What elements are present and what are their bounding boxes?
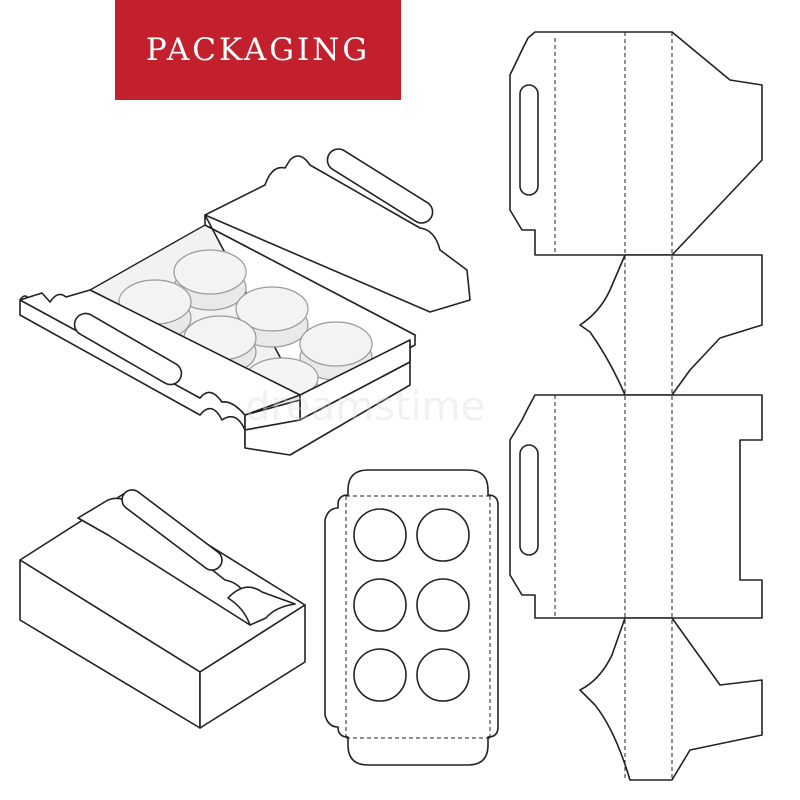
watermark-text: dreamstime: [245, 384, 485, 430]
tray-back-wall: [204, 155, 471, 313]
box-handle-slot: [121, 489, 223, 571]
insert-outline: [324, 469, 499, 766]
packaging-title-badge: PACKAGING: [115, 0, 401, 100]
insert-cutout: [353, 578, 407, 632]
insert-cutout: [353, 648, 407, 702]
cookie: [173, 249, 247, 311]
box-end-flap: [227, 586, 296, 626]
tray-base-side: [244, 361, 411, 456]
closed-handle-box: [19, 489, 306, 729]
insert-cutout: [416, 648, 470, 702]
dieline-handle-top: [519, 84, 539, 196]
box-side: [199, 604, 306, 729]
cookie-insert-dieline: [324, 469, 499, 766]
dieline-lower-panel: [509, 394, 763, 619]
tray-back-handle: [326, 148, 434, 224]
dieline-top-panel: [509, 31, 763, 256]
insert-cutout: [353, 508, 407, 562]
handle-box-dieline: [509, 31, 763, 781]
dieline-handle-bottom: [519, 444, 539, 556]
packaging-title: PACKAGING: [145, 32, 371, 68]
insert-cutout: [416, 578, 470, 632]
dieline-upper-side: [579, 254, 763, 396]
tray-front-handle: [73, 312, 183, 386]
insert-cutout: [416, 508, 470, 562]
dieline-bottom-tab: [579, 617, 763, 781]
open-tray-box: [19, 148, 471, 456]
